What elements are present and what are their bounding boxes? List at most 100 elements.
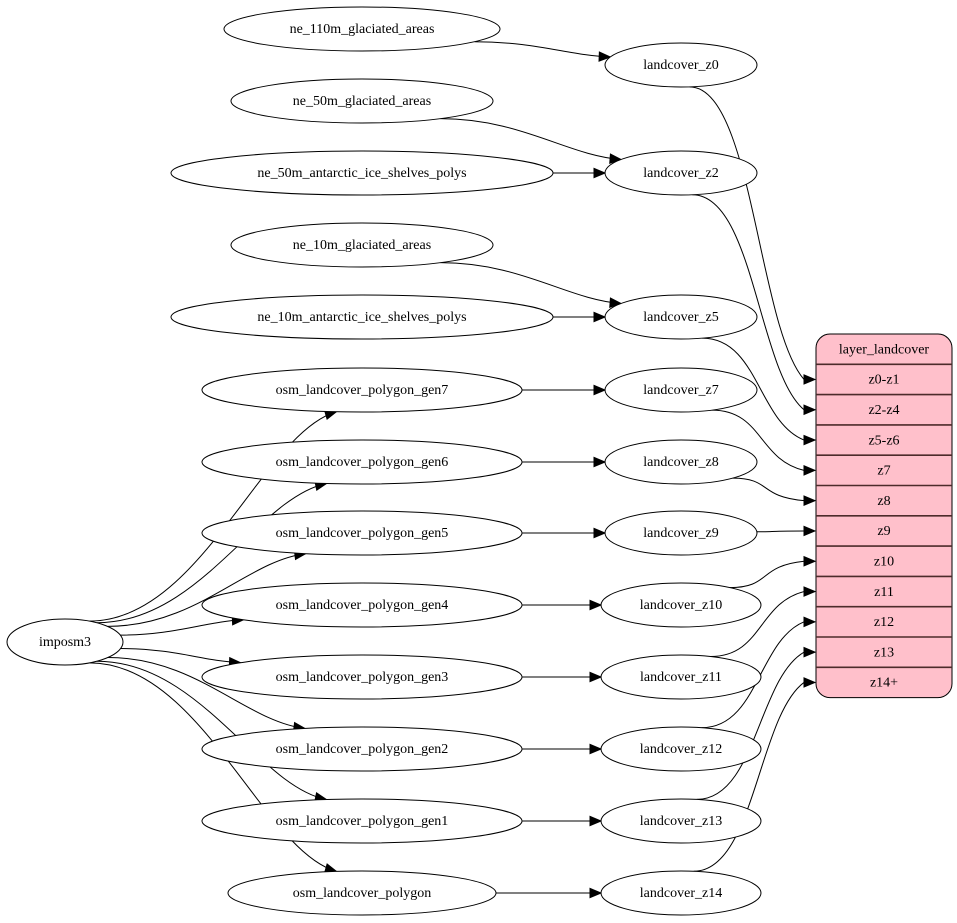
node-shape-input (201, 367, 523, 413)
node-shape-input (201, 510, 523, 556)
node-shape-layer (604, 367, 758, 413)
edge-arrowhead (593, 456, 607, 468)
record-row-z9[interactable] (816, 516, 952, 546)
record-row-z7[interactable] (816, 455, 952, 485)
edge-arrowhead (803, 646, 817, 658)
record-row-z5-z6[interactable] (816, 425, 952, 455)
edge-arrowhead (589, 671, 603, 683)
record-row-z10[interactable] (816, 546, 952, 576)
edge-arrowhead (803, 677, 817, 688)
layer-landcover-record[interactable]: layer_landcoverz0-z1z2-z4z5-z6z7z8z9z10z… (815, 333, 953, 699)
node-shape-input (170, 294, 554, 340)
node-landcover_z10[interactable]: landcover_z10 (600, 582, 762, 628)
node-shape-layer (604, 510, 758, 556)
record-row-z12[interactable] (816, 607, 952, 637)
record-row-z8[interactable] (816, 486, 952, 516)
edge-arrowhead (803, 495, 817, 507)
node-landcover_z14[interactable]: landcover_z14 (600, 870, 762, 916)
edge-arrowhead (803, 555, 817, 567)
record-row-z2-z4[interactable] (816, 395, 952, 425)
node-osm_landcover_polygon_gen1[interactable]: osm_landcover_polygon_gen1 (201, 798, 523, 844)
node-landcover_z5[interactable]: landcover_z5 (604, 294, 758, 340)
node-shape-layer (604, 439, 758, 485)
node-osm_landcover_polygon_gen6[interactable]: osm_landcover_polygon_gen6 (201, 439, 523, 485)
node-shape-layer (600, 654, 762, 700)
node-ne_50m_antarctic_ice_shelves_polys[interactable]: ne_50m_antarctic_ice_shelves_polys (170, 150, 554, 196)
edge-arrowhead (803, 616, 817, 628)
edges-layer (89, 41, 817, 899)
node-osm_landcover_polygon_gen7[interactable]: osm_landcover_polygon_gen7 (201, 367, 523, 413)
edge-landcover_z14-to-layer_landcover:z14+ (693, 682, 805, 872)
edge-arrowhead (589, 815, 603, 827)
node-osm_landcover_polygon[interactable]: osm_landcover_polygon (227, 870, 497, 916)
node-osm_landcover_polygon_gen3[interactable]: osm_landcover_polygon_gen3 (201, 654, 523, 700)
node-shape-layer (600, 870, 762, 916)
node-landcover_z13[interactable]: landcover_z13 (600, 798, 762, 844)
node-ne_110m_glaciated_areas[interactable]: ne_110m_glaciated_areas (223, 6, 501, 52)
node-landcover_z9[interactable]: landcover_z9 (604, 510, 758, 556)
node-shape-input (201, 439, 523, 485)
node-shape-layer (600, 726, 762, 772)
edge-landcover_z13-to-layer_landcover:z13 (696, 651, 805, 800)
edge-arrowhead (593, 384, 607, 396)
node-landcover_z2[interactable]: landcover_z2 (604, 150, 758, 196)
node-osm_landcover_polygon_gen2[interactable]: osm_landcover_polygon_gen2 (201, 726, 523, 772)
node-shape-input (170, 150, 554, 196)
edge-arrowhead (593, 311, 607, 323)
edge-landcover_z10-to-layer_landcover:z10 (729, 560, 805, 589)
edge-landcover_z9-to-layer_landcover:z9 (756, 530, 805, 533)
edge-arrowhead (803, 464, 817, 476)
node-shape-input (201, 798, 523, 844)
edge-landcover_z0-to-layer_landcover:z0-z1 (689, 86, 805, 380)
edge-imposm3-to-osm_landcover_polygon_gen1 (96, 660, 327, 801)
edge-imposm3-to-osm_landcover_polygon_gen6 (96, 482, 327, 624)
node-shape-source (6, 618, 124, 666)
node-shape-input (227, 870, 497, 916)
edge-imposm3-to-osm_landcover_polygon_gen3 (120, 648, 241, 664)
node-landcover_z7[interactable]: landcover_z7 (604, 367, 758, 413)
node-osm_landcover_polygon_gen5[interactable]: osm_landcover_polygon_gen5 (201, 510, 523, 556)
edge-arrowhead (803, 404, 817, 416)
node-shape-layer (604, 150, 758, 196)
edge-landcover_z5-to-layer_landcover:z5-z6 (702, 337, 805, 441)
record-row-z14+[interactable] (816, 667, 952, 697)
node-shape-layer (600, 582, 762, 628)
node-imposm3[interactable]: imposm3 (6, 618, 124, 666)
edge-landcover_z7-to-layer_landcover:z7 (711, 409, 805, 471)
record-row-z13[interactable] (816, 637, 952, 667)
edge-landcover_z8-to-layer_landcover:z8 (732, 477, 805, 502)
node-shape-input (201, 654, 523, 700)
node-landcover_z8[interactable]: landcover_z8 (604, 439, 758, 485)
nodes-layer: ne_110m_glaciated_areas ne_50m_glaciated_… (6, 6, 762, 916)
edge-ne_10m_glaciated_areas-to-landcover_z5 (440, 262, 622, 304)
edge-arrowhead (803, 525, 817, 537)
node-landcover_z11[interactable]: landcover_z11 (600, 654, 762, 700)
node-shape-layer (600, 798, 762, 844)
record-row-z0-z1[interactable] (816, 364, 952, 394)
edge-ne_50m_glaciated_areas-to-landcover_z2 (440, 118, 622, 160)
node-shape-input (201, 582, 523, 628)
edge-arrowhead (803, 374, 817, 385)
edge-landcover_z11-to-layer_landcover:z11 (710, 591, 805, 658)
record-row-z11[interactable] (816, 576, 952, 606)
edge-arrowhead (589, 887, 603, 899)
node-shape-input (230, 222, 494, 268)
node-shape-input (230, 78, 494, 124)
edge-arrowhead (593, 167, 607, 179)
node-ne_50m_glaciated_areas[interactable]: ne_50m_glaciated_areas (230, 78, 494, 124)
edge-arrowhead (589, 599, 603, 611)
node-ne_10m_antarctic_ice_shelves_polys[interactable]: ne_10m_antarctic_ice_shelves_polys (170, 294, 554, 340)
node-landcover_z12[interactable]: landcover_z12 (600, 726, 762, 772)
edge-arrowhead (803, 586, 817, 597)
edge-arrowhead (593, 527, 607, 539)
node-shape-layer (604, 42, 758, 88)
edge-arrowhead (598, 51, 612, 62)
node-landcover_z0[interactable]: landcover_z0 (604, 42, 758, 88)
edge-imposm3-to-osm_landcover_polygon_gen5 (107, 553, 306, 627)
edge-arrowhead (589, 743, 603, 755)
node-ne_10m_glaciated_areas[interactable]: ne_10m_glaciated_areas (230, 222, 494, 268)
edge-ne_110m_glaciated_areas-to-landcover_z0 (474, 41, 611, 58)
node-osm_landcover_polygon_gen4[interactable]: osm_landcover_polygon_gen4 (201, 582, 523, 628)
